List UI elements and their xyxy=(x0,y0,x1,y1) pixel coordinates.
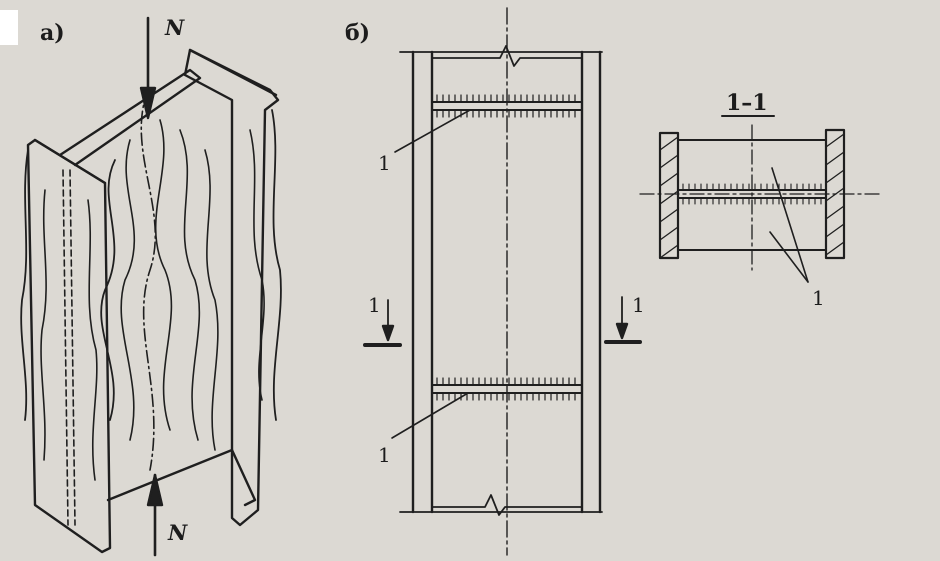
front-flange xyxy=(26,138,112,554)
stiffener-top xyxy=(431,101,583,111)
section-mark-right-label: 1 xyxy=(632,293,645,317)
break-symbol-bottom xyxy=(431,494,583,516)
force-arrow-bottom xyxy=(146,473,164,557)
stiffener-bottom xyxy=(431,384,583,394)
buckled-axis xyxy=(140,89,157,471)
section-title: 1–1 xyxy=(726,90,768,116)
callout-leader-top xyxy=(394,109,471,153)
callout-label-bottom: 1 xyxy=(378,443,391,467)
section-mark-right xyxy=(604,296,642,344)
force-label-bottom: N xyxy=(167,520,188,545)
section-callout-label: 1 xyxy=(812,286,825,310)
web-top-edge xyxy=(58,68,202,167)
buckled-column-drawing xyxy=(20,48,282,554)
callout-label-top: 1 xyxy=(378,151,391,175)
section-mark-left-label: 1 xyxy=(368,293,381,317)
break-symbol-top xyxy=(431,45,583,67)
column-elevation xyxy=(363,7,642,556)
scan-margin xyxy=(0,10,18,45)
force-label-top: N xyxy=(164,15,185,40)
section-flange-left xyxy=(658,131,680,260)
web-bottom-edge xyxy=(106,448,257,507)
cross-section xyxy=(639,115,881,283)
callout-leader-bottom xyxy=(391,392,469,439)
part-a-label: а) xyxy=(40,20,65,46)
section-mark-left xyxy=(363,299,402,347)
part-b-label: б) xyxy=(345,20,370,46)
force-arrow-top xyxy=(139,16,157,120)
back-flange xyxy=(183,48,280,527)
